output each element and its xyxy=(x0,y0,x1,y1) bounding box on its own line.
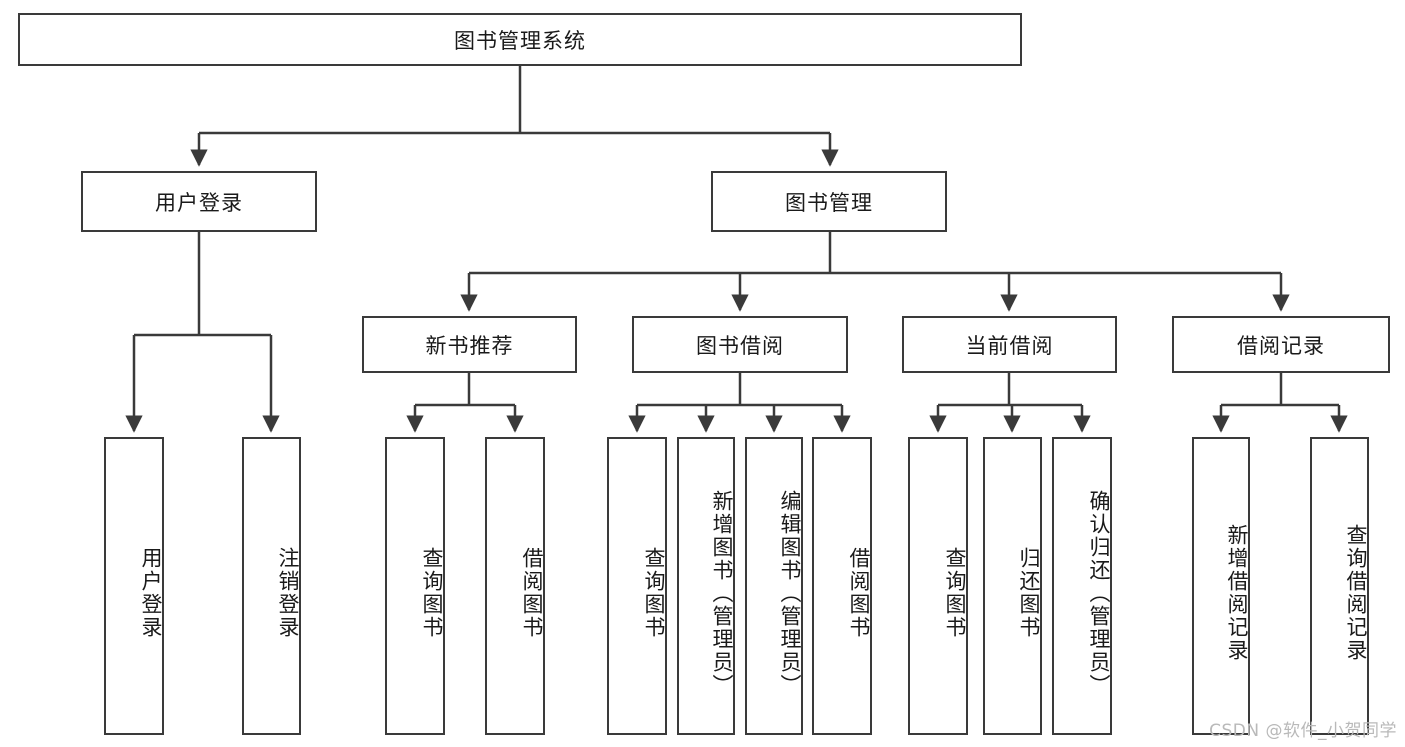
node-leaf-return-book-label: 归还图书 xyxy=(1017,547,1041,639)
node-leaf-query-book-3[interactable]: 查询图书 xyxy=(908,437,968,735)
node-leaf-add-book-label: 新增图书（管理员） xyxy=(710,489,734,697)
node-leaf-borrow-book-1[interactable]: 借阅图书 xyxy=(485,437,545,735)
node-user-login[interactable]: 用户登录 xyxy=(81,171,317,232)
node-leaf-user-logout[interactable]: 注销登录 xyxy=(242,437,301,735)
node-leaf-confirm-return-label: 确认归还（管理员） xyxy=(1087,489,1111,697)
node-leaf-borrow-book-1-label: 借阅图书 xyxy=(520,547,544,639)
node-leaf-query-book-1-label: 查询图书 xyxy=(420,547,444,639)
node-current-borrow-label: 当前借阅 xyxy=(965,333,1054,358)
node-book-manage-label: 图书管理 xyxy=(785,190,873,215)
node-new-book-recommend-label: 新书推荐 xyxy=(425,333,514,358)
node-new-book-recommend[interactable]: 新书推荐 xyxy=(362,316,577,373)
node-leaf-borrow-book-2[interactable]: 借阅图书 xyxy=(812,437,872,735)
node-leaf-query-record-label: 查询借阅记录 xyxy=(1344,524,1368,662)
node-leaf-user-login-label: 用户登录 xyxy=(139,547,163,639)
node-leaf-return-book[interactable]: 归还图书 xyxy=(983,437,1042,735)
node-leaf-add-record-label: 新增借阅记录 xyxy=(1225,524,1249,662)
node-book-manage[interactable]: 图书管理 xyxy=(711,171,947,232)
node-root-system[interactable]: 图书管理系统 xyxy=(18,13,1022,66)
node-user-login-label: 用户登录 xyxy=(155,190,243,215)
node-leaf-query-record[interactable]: 查询借阅记录 xyxy=(1310,437,1369,735)
node-leaf-query-book-2-label: 查询图书 xyxy=(642,547,666,639)
node-leaf-user-logout-label: 注销登录 xyxy=(276,547,300,639)
node-leaf-edit-book-label: 编辑图书（管理员） xyxy=(778,489,802,697)
node-root-label: 图书管理系统 xyxy=(454,28,586,53)
node-borrow-record-label: 借阅记录 xyxy=(1237,333,1325,358)
node-leaf-query-book-3-label: 查询图书 xyxy=(943,547,967,639)
node-borrow-record[interactable]: 借阅记录 xyxy=(1172,316,1390,373)
node-leaf-query-book-2[interactable]: 查询图书 xyxy=(607,437,667,735)
node-leaf-add-record[interactable]: 新增借阅记录 xyxy=(1192,437,1250,735)
node-book-borrow-label: 图书借阅 xyxy=(696,333,784,358)
node-current-borrow[interactable]: 当前借阅 xyxy=(902,316,1117,373)
node-leaf-user-login[interactable]: 用户登录 xyxy=(104,437,164,735)
node-leaf-query-book-1[interactable]: 查询图书 xyxy=(385,437,445,735)
node-leaf-borrow-book-2-label: 借阅图书 xyxy=(847,547,871,639)
node-leaf-edit-book[interactable]: 编辑图书（管理员） xyxy=(745,437,803,735)
watermark-text: CSDN @软件_小贺同学 xyxy=(1209,721,1397,741)
node-leaf-confirm-return[interactable]: 确认归还（管理员） xyxy=(1052,437,1112,735)
node-leaf-add-book[interactable]: 新增图书（管理员） xyxy=(677,437,735,735)
node-book-borrow[interactable]: 图书借阅 xyxy=(632,316,848,373)
